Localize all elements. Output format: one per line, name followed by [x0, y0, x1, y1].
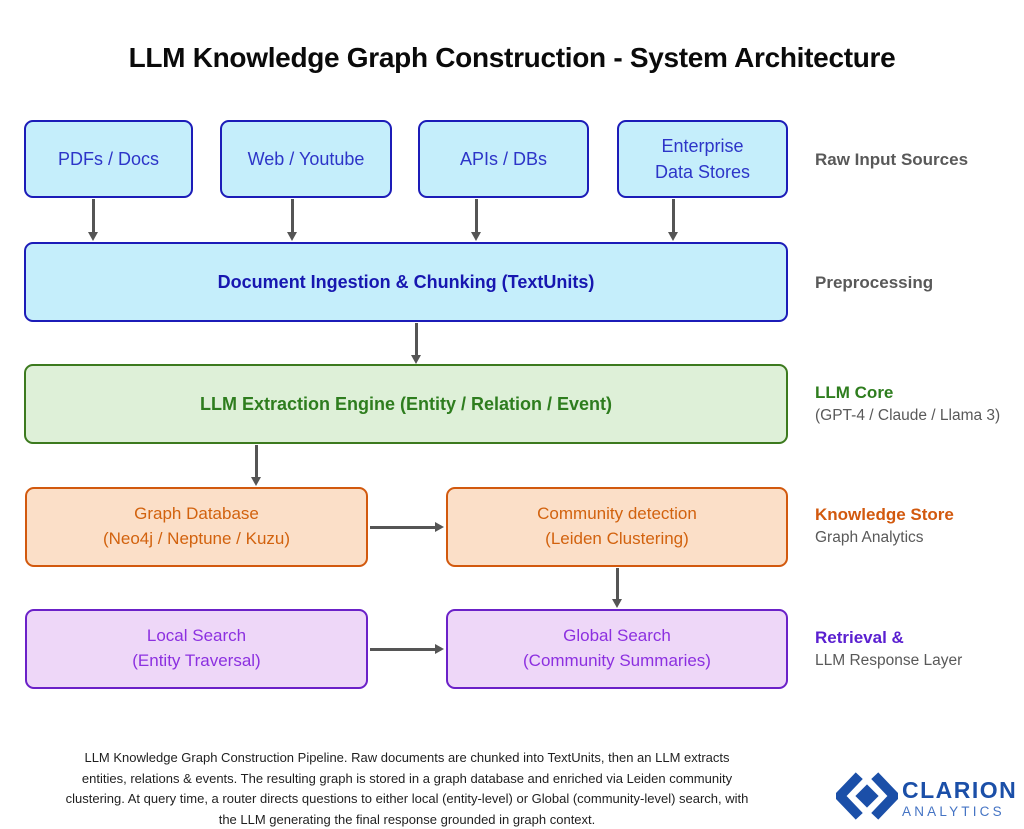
- page-title: LLM Knowledge Graph Construction - Syste…: [128, 42, 896, 73]
- side-label-retrieval: Retrieval & LLM Response Layer: [815, 628, 963, 669]
- box-label: Web / Youtube: [247, 148, 365, 169]
- logo-name: CLARION: [902, 776, 1018, 803]
- arrow-extraction-to-graphdb: [251, 445, 260, 486]
- side-label-llm-core: LLM Core (GPT-4 / Claude / Llama 3): [815, 383, 1001, 424]
- side-label-raw-input-sources: Raw Input Sources: [815, 150, 969, 169]
- diamond-brackets-icon: [833, 768, 901, 829]
- box-label: Enterprise: [661, 135, 744, 156]
- box-label-line2: Data Stores: [654, 162, 751, 182]
- input-box-pdfs-docs: PDFs / Docs: [24, 120, 193, 198]
- arrow-enterprise-to-ingestion: [668, 199, 677, 241]
- box-label-line2: (Neo4j / Neptune / Kuzu): [102, 529, 291, 548]
- preprocessing-box: Document Ingestion & Chunking (TextUnits…: [24, 242, 788, 322]
- llm-extraction-engine-box: LLM Extraction Engine (Entity / Relation…: [24, 364, 788, 444]
- community-detection-box: Community detection (Leiden Clustering): [446, 487, 788, 567]
- side-label-preprocessing: Preprocessing: [815, 273, 934, 292]
- box-label: APIs / DBs: [459, 148, 548, 169]
- global-search-box: Global Search (Community Summaries): [446, 609, 788, 689]
- box-label: Document Ingestion & Chunking (TextUnits…: [217, 271, 595, 292]
- logo-text: CLARION ANALYTICS: [902, 776, 1018, 819]
- box-label: LLM Extraction Engine (Entity / Relation…: [199, 393, 613, 414]
- clarion-analytics-logo: CLARION ANALYTICS: [833, 768, 1018, 829]
- logo-subname: ANALYTICS: [902, 803, 1005, 819]
- arrow-localsearch-to-globalsearch: [370, 644, 444, 653]
- box-label: Community detection: [537, 504, 697, 524]
- box-label: PDFs / Docs: [57, 148, 159, 169]
- arrow-ingestion-to-extraction: [411, 323, 420, 364]
- arrow-web-to-ingestion: [287, 199, 296, 241]
- box-label: Global Search: [563, 626, 671, 646]
- arrow-pdfs-to-ingestion: [88, 199, 97, 241]
- box-label-line2: (Entity Traversal): [132, 651, 261, 670]
- box-label: Graph Database: [134, 504, 259, 524]
- arrow-community-to-globalsearch: [612, 568, 621, 608]
- local-search-box: Local Search (Entity Traversal): [25, 609, 368, 689]
- box-label: Local Search: [146, 626, 247, 646]
- input-box-apis-dbs: APIs / DBs: [418, 120, 589, 198]
- diagram-caption: LLM Knowledge Graph Construction Pipelin…: [65, 750, 749, 827]
- input-box-web-youtube: Web / Youtube: [220, 120, 392, 198]
- arrow-graphdb-to-community: [370, 522, 444, 531]
- input-box-enterprise-data-stores: Enterprise Data Stores: [617, 120, 788, 198]
- box-label-line2: (Leiden Clustering): [545, 529, 689, 548]
- arrow-apis-to-ingestion: [471, 199, 480, 241]
- side-label-knowledge-store: Knowledge Store Graph Analytics: [815, 505, 954, 546]
- box-label-line2: (Community Summaries): [523, 651, 711, 670]
- graph-database-box: Graph Database (Neo4j / Neptune / Kuzu): [25, 487, 368, 567]
